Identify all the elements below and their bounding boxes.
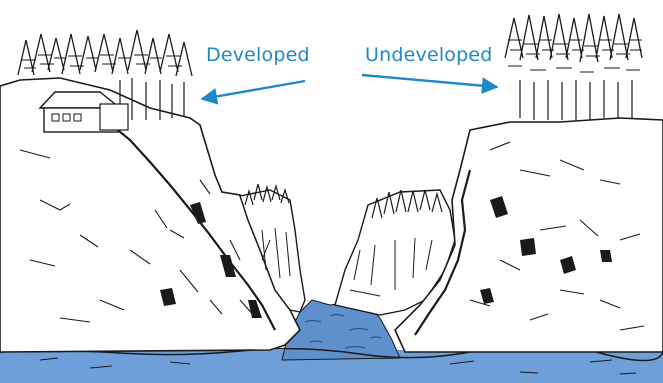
left-tree-canopy bbox=[18, 30, 192, 76]
right-tree-hatching bbox=[508, 40, 642, 72]
right-tree-trunks bbox=[520, 80, 632, 120]
undeveloped-arrow bbox=[362, 75, 497, 87]
undeveloped-label: Undeveloped bbox=[365, 44, 493, 66]
right-forest bbox=[505, 14, 642, 120]
developed-label: Developed bbox=[206, 44, 310, 66]
right-tree-canopy bbox=[505, 14, 642, 62]
developed-arrow bbox=[202, 81, 305, 99]
house-annex bbox=[100, 104, 128, 130]
